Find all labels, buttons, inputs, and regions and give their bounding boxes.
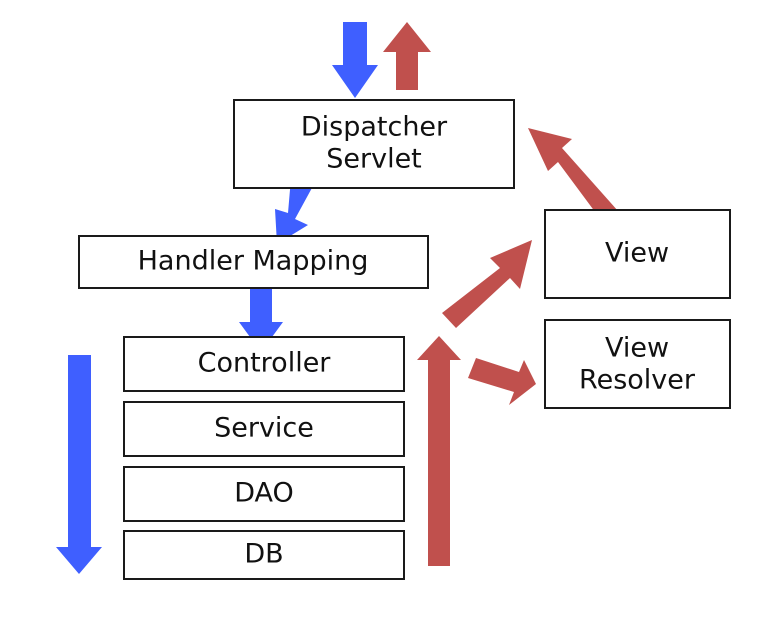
response-arrow-to-view [442, 240, 532, 328]
view-resolver-box: View Resolver [544, 319, 731, 409]
dispatcher-servlet-box: Dispatcher Servlet [233, 99, 515, 189]
handler-mapping-label: Handler Mapping [138, 246, 369, 277]
response-arrow-to-view-resolver [468, 358, 536, 405]
view-resolver-label-line2: Resolver [579, 365, 696, 396]
dao-label: DAO [234, 478, 294, 509]
response-arrow-view-to-dispatcher [528, 128, 618, 224]
view-resolver-label-line1: View [605, 333, 669, 364]
dao-box: DAO [123, 466, 405, 522]
response-arrow-out-of-dispatcher [383, 22, 431, 90]
request-arrow-handler-mapping-to-controller [239, 283, 283, 352]
dispatcher-servlet-label-line2: Servlet [326, 144, 422, 175]
request-arrow-into-dispatcher [332, 22, 378, 98]
view-box: View [544, 209, 731, 299]
handler-mapping-box: Handler Mapping [78, 235, 429, 289]
controller-label: Controller [198, 348, 332, 379]
request-arrow-down-through-layers [56, 355, 102, 574]
db-label: DB [244, 539, 283, 570]
request-arrow-dispatcher-to-handler-mapping [275, 178, 313, 244]
service-label: Service [214, 413, 314, 444]
dispatcher-servlet-label-line1: Dispatcher [301, 112, 448, 143]
db-box: DB [123, 530, 405, 580]
controller-box: Controller [123, 336, 405, 392]
service-box: Service [123, 401, 405, 457]
response-arrow-up-from-db [417, 336, 461, 566]
view-label: View [605, 238, 669, 269]
